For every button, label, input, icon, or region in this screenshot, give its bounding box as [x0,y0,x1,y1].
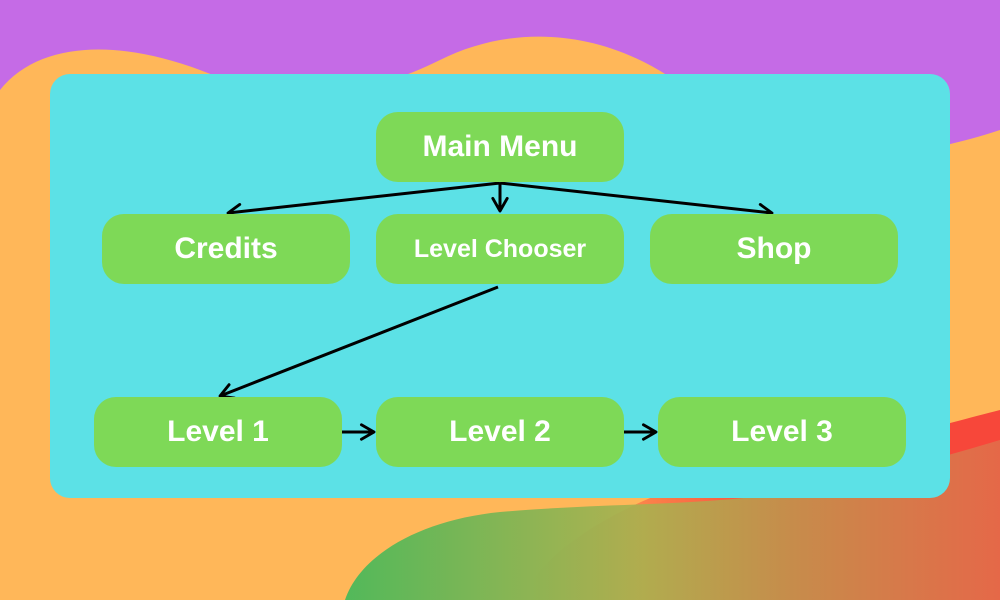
arrow-level-chooser-to-level-1 [218,285,499,400]
node-level-chooser[interactable]: Level Chooser [376,214,624,284]
node-level-3[interactable]: Level 3 [658,397,906,467]
arrow-main-menu-to-shop [499,181,774,221]
arrow-main-menu-to-credits [226,181,501,221]
background-green-blob [345,440,1000,600]
node-level-2[interactable]: Level 2 [376,397,624,467]
node-level-1[interactable]: Level 1 [94,397,342,467]
node-credits[interactable]: Credits [102,214,350,284]
node-shop[interactable]: Shop [650,214,898,284]
node-main-menu[interactable]: Main Menu [376,112,624,182]
